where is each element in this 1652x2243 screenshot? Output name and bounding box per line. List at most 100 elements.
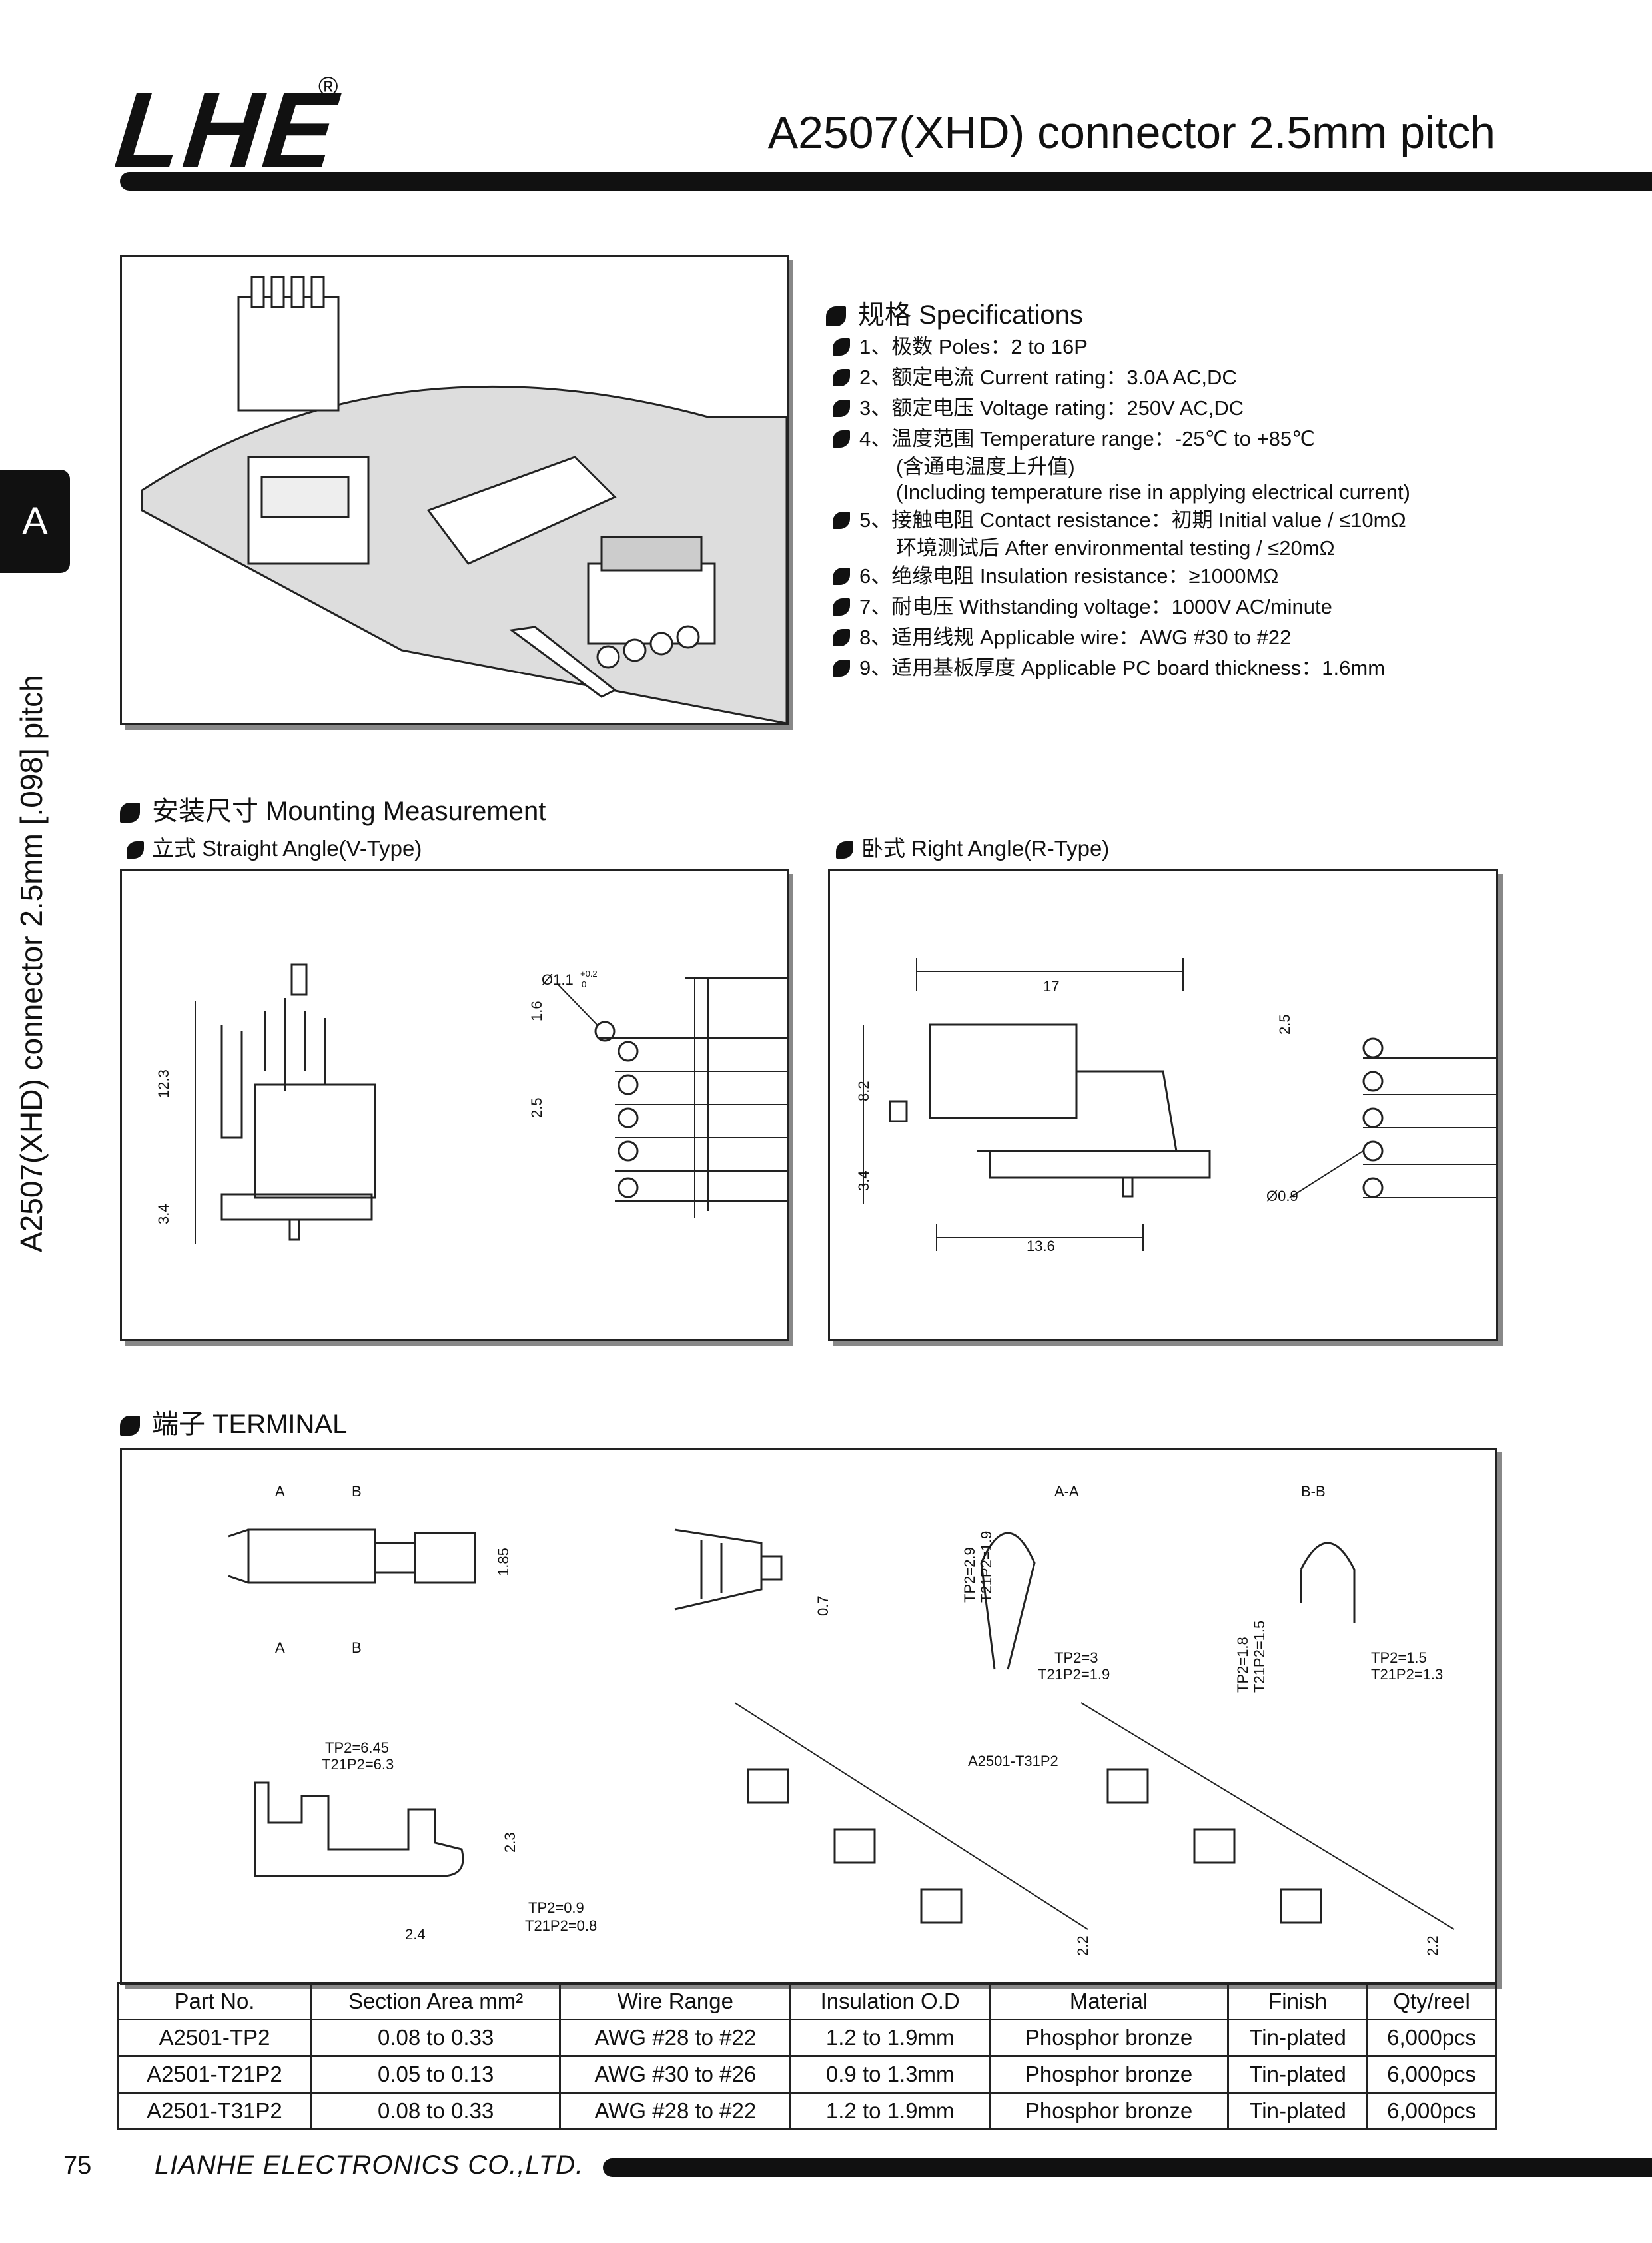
table-cell: 1.2 to 1.9mm [789, 2092, 991, 2130]
dim-label: 0 [582, 979, 586, 989]
dim-label: 1.85 [495, 1548, 512, 1576]
spec-item-continuation: (Including temperature rise in applying … [896, 480, 1410, 504]
table-cell: Phosphor bronze [988, 2019, 1230, 2057]
table-cell: AWG #30 to #26 [559, 2055, 792, 2094]
footer-rule [603, 2158, 1652, 2177]
dim-label: 2.5 [1276, 1014, 1293, 1035]
brand-logo: LHE [110, 70, 344, 189]
dim-label: T21P2=1.3 [1371, 1666, 1443, 1683]
dim-label: 12.3 [155, 1069, 172, 1098]
table-cell: 6,000pcs [1366, 2019, 1497, 2057]
terminal-heading: 端子 TERMINAL [120, 1402, 347, 1441]
section-marker: A [275, 1639, 285, 1656]
company-name: LIANHE ELECTRONICS CO.,LTD. [155, 2150, 584, 2180]
vertical-title: A2507(XHD) connector 2.5mm [.098] pitch [14, 675, 49, 1252]
table-cell: 0.9 to 1.3mm [789, 2055, 991, 2094]
table-header-row: Part No. Section Area mm² Wire Range Ins… [117, 1982, 1497, 2020]
section-marker: B [352, 1483, 362, 1500]
table-cell: Tin-plated [1227, 2092, 1369, 2130]
straight-angle-label: 立式 Straight Angle(V-Type) [127, 831, 422, 863]
table-cell: AWG #28 to #22 [559, 2019, 792, 2057]
bullet-icon [833, 400, 850, 417]
page-number: 75 [63, 2152, 92, 2180]
mounting-heading: 安装尺寸 Mounting Measurement [120, 789, 546, 828]
table-cell: 1.2 to 1.9mm [789, 2019, 991, 2057]
spec-item: 4、温度范围 Temperature range：-25℃ to +85℃ [833, 424, 1410, 454]
spec-item: 5、接触电阻 Contact resistance：初期 Initial val… [833, 505, 1410, 536]
spec-item-continuation: (含通电温度上升值) [896, 455, 1075, 478]
straight-angle-drawing: 12.3 3.4 Ø1.1 +0.2 0 1.6 2.5 [155, 963, 795, 1244]
table-cell: A2501-T21P2 [117, 2055, 312, 2094]
product-illustration-panel [120, 255, 789, 725]
table-row: A2501-T21P2 0.05 to 0.13 AWG #30 to #26 … [117, 2055, 1497, 2094]
dim-label: TP2=6.45 [325, 1739, 389, 1756]
dim-label: 13.6 [1027, 1238, 1055, 1254]
dim-label: 2.5 [528, 1097, 545, 1118]
dim-label: TP2=1.5 [1371, 1649, 1427, 1666]
dim-label: 3.4 [155, 1204, 172, 1224]
column-header: Wire Range [559, 1982, 792, 2020]
section-marker: A [275, 1483, 285, 1500]
bullet-icon [833, 512, 850, 529]
dim-label: 2.2 [1424, 1935, 1441, 1956]
right-angle-panel: 17 8.2 3.4 13.6 2.5 Ø0.9 [828, 869, 1498, 1341]
right-angle-label: 卧式 Right Angle(R-Type) [836, 831, 1109, 863]
table-cell: 0.05 to 0.13 [310, 2055, 562, 2094]
bullet-icon [127, 841, 144, 859]
table-row: A2501-TP2 0.08 to 0.33 AWG #28 to #22 1.… [117, 2019, 1497, 2057]
dim-label: Ø0.9 [1266, 1188, 1298, 1204]
table-cell: A2501-T31P2 [117, 2092, 312, 2130]
table-cell: AWG #28 to #22 [559, 2092, 792, 2130]
spec-item: 7、耐电压 Withstanding voltage：1000V AC/minu… [833, 592, 1410, 622]
bullet-icon [833, 430, 850, 448]
dim-label: 2.2 [1074, 1935, 1091, 1956]
bullet-icon [833, 629, 850, 646]
dim-label: T21P2=1.5 [1251, 1621, 1268, 1693]
section-title: A-A [1054, 1483, 1079, 1500]
table-cell: 0.08 to 0.33 [310, 2019, 562, 2057]
dim-label: T21P2=6.3 [322, 1756, 394, 1773]
bullet-icon [826, 306, 846, 327]
terminal-drawing: A B A B A-A B-B 1.85 0.7 TP2=2.9 T21P2=1… [228, 1483, 1455, 1956]
page-title: A2507(XHD) connector 2.5mm pitch [767, 107, 1495, 158]
specs-heading: 规格 Specifications [826, 293, 1083, 332]
table-cell: 6,000pcs [1366, 2092, 1497, 2130]
section-tab: A [0, 470, 70, 573]
dim-label: TP2=0.9 [528, 1899, 584, 1916]
spec-item: 3、额定电压 Voltage rating：250V AC,DC [833, 393, 1410, 424]
table-cell: 0.08 to 0.33 [310, 2092, 562, 2130]
bullet-icon [833, 568, 850, 585]
column-header: Qty/reel [1366, 1982, 1497, 2020]
dim-label: TP2=1.8 [1234, 1637, 1251, 1693]
dim-label: +0.2 [580, 969, 598, 979]
dim-label: TP2=3 [1054, 1649, 1098, 1666]
spec-item: 9、适用基板厚度 Applicable PC board thickness：1… [833, 653, 1410, 683]
column-header: Insulation O.D [789, 1982, 991, 2020]
dim-label: 3.4 [855, 1170, 872, 1191]
dim-label: 0.7 [815, 1595, 831, 1616]
product-illustration [141, 276, 788, 725]
dim-label: T21P2=1.9 [1038, 1666, 1110, 1683]
dim-label: T21P2=1.9 [978, 1531, 995, 1603]
registered-mark: ® [318, 72, 338, 101]
dim-label: Ø1.1 [542, 971, 574, 988]
spec-item-continuation: 环境测试后 After environmental testing / ≤20m… [896, 536, 1335, 560]
spec-item: 2、额定电流 Current rating：3.0A AC,DC [833, 362, 1410, 393]
column-header: Section Area mm² [310, 1982, 562, 2020]
section-marker: B [352, 1639, 362, 1656]
bullet-icon [833, 338, 850, 356]
spec-item: 1、极数 Poles：2 to 16P [833, 332, 1410, 362]
header-rule [120, 172, 1652, 191]
column-header: Part No. [117, 1982, 312, 2020]
terminal-spec-table: Part No. Section Area mm² Wire Range Ins… [117, 1982, 1497, 2130]
dim-label: TP2=2.9 [961, 1547, 978, 1603]
bullet-icon [120, 803, 140, 823]
table-cell: Tin-plated [1227, 2055, 1369, 2094]
table-row: A2501-T31P2 0.08 to 0.33 AWG #28 to #22 … [117, 2092, 1497, 2130]
dim-label: 2.3 [502, 1832, 518, 1853]
dim-label: 17 [1043, 978, 1059, 995]
bullet-icon [833, 598, 850, 616]
column-header: Finish [1227, 1982, 1369, 2020]
column-header: Material [988, 1982, 1230, 2020]
spec-item: 8、适用线规 Applicable wire：AWG #30 to #22 [833, 622, 1410, 653]
